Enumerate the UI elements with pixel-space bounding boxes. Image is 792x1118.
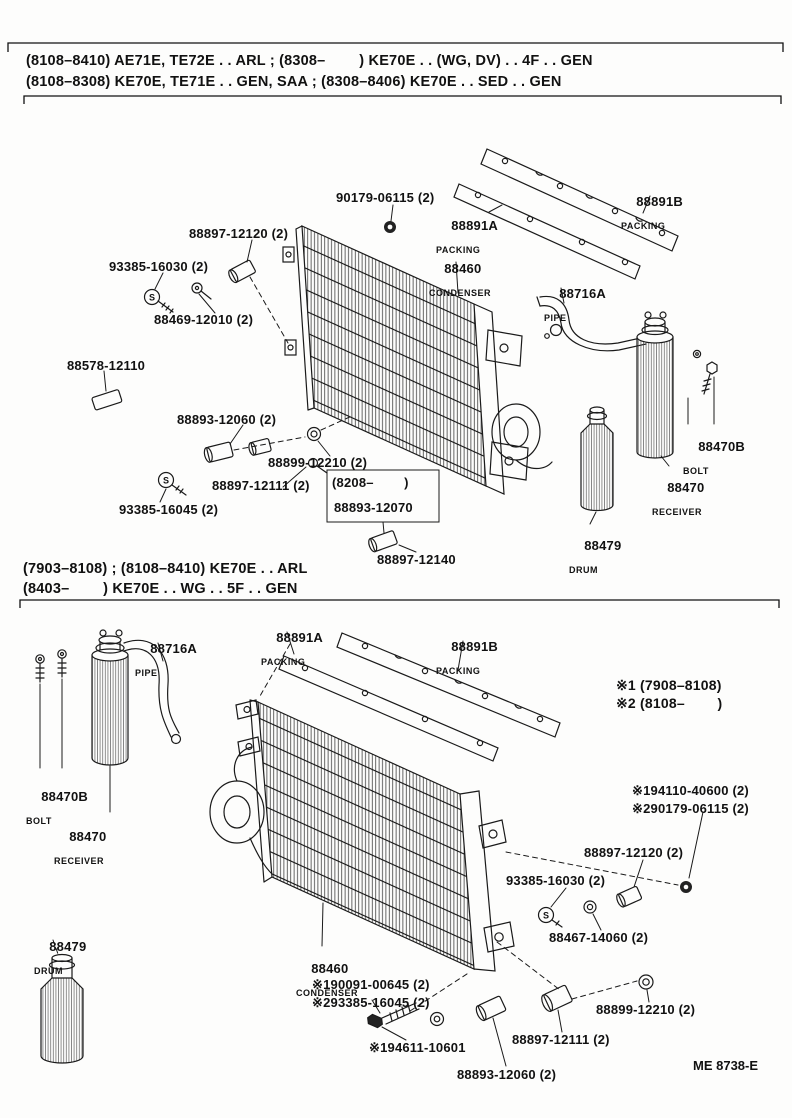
part-label-90179-06115: ※290179-06115 (2) bbox=[632, 801, 749, 816]
pipe-top bbox=[536, 295, 647, 352]
part-number: 88716A bbox=[559, 285, 606, 301]
part-label-88891B-packing: 88891B PACKING bbox=[436, 626, 498, 704]
part-subname: PACKING bbox=[436, 245, 481, 256]
part-subname: BOLT bbox=[683, 466, 709, 477]
condenser-top bbox=[282, 225, 553, 495]
part-subname: RECEIVER bbox=[652, 507, 703, 518]
part-number: 88470B bbox=[41, 788, 88, 804]
section-brackets bbox=[7, 42, 784, 608]
part-number: 88460 bbox=[311, 960, 349, 976]
part-label-88470B-bolt: 88470B BOLT bbox=[683, 426, 745, 504]
bolt-top-right bbox=[692, 349, 718, 395]
applicability-header2-line1: (7903–8108) ; (8108–8410) KE70E . . ARL bbox=[23, 561, 308, 577]
drum-top bbox=[580, 406, 614, 512]
top-diagram: S S bbox=[91, 148, 718, 553]
receiver-top bbox=[636, 311, 674, 459]
applicability-header-line1: (8108–8410) AE71E, TE72E . . ARL ; (8308… bbox=[26, 53, 593, 69]
part-subname: DRUM bbox=[569, 565, 598, 576]
part-label-88893-12070: 88893-12070 bbox=[334, 500, 413, 515]
part-label-88899-12210: 88899-12210 (2) bbox=[268, 455, 368, 470]
drum-bottom bbox=[40, 953, 84, 1064]
part-label-88470-receiver: 88470 RECEIVER bbox=[652, 467, 704, 545]
part-label-88470-receiver: 88470 RECEIVER bbox=[54, 816, 106, 894]
part-label-88893-12060: 88893-12060 (2) bbox=[457, 1067, 557, 1082]
part-label-88891A-packing: 88891A PACKING bbox=[261, 617, 323, 695]
part-label-88470B-bolt: 88470B BOLT bbox=[26, 776, 88, 854]
applicability-header-line2: (8108–8308) KE70E, TE71E . . GEN, SAA ; … bbox=[26, 74, 562, 90]
screw-symbol: S bbox=[543, 911, 549, 921]
bottom-diagram: S bbox=[35, 629, 704, 1067]
part-label-93385-16045: ※293385-16045 (2) bbox=[312, 995, 430, 1010]
part-number: 88479 bbox=[584, 537, 622, 553]
part-number: 88470 bbox=[667, 479, 705, 495]
part-label-88891B-packing: 88891B PACKING bbox=[621, 181, 683, 259]
part-subname: CONDENSER bbox=[429, 288, 492, 299]
packing-strips-bottom bbox=[278, 632, 561, 762]
part-label-88469-12010: 88469-12010 (2) bbox=[154, 312, 254, 327]
bottom-leader-lines bbox=[39, 631, 704, 1067]
top-dashed-lines bbox=[233, 276, 353, 451]
part-label-93385-16030: 93385-16030 (2) bbox=[506, 873, 606, 888]
part-number: 88891A bbox=[276, 629, 323, 645]
part-label-88893-12060: 88893-12060 (2) bbox=[177, 412, 277, 427]
part-label-94110-40600: ※194110-40600 (2) bbox=[632, 783, 749, 798]
part-label-93385-16030: 93385-16030 (2) bbox=[109, 259, 209, 274]
part-label-90091-00645: ※190091-00645 (2) bbox=[312, 977, 430, 992]
part-number: 88460 bbox=[444, 260, 482, 276]
part-number: 88891B bbox=[451, 638, 498, 654]
condenser-bottom bbox=[209, 699, 515, 972]
footnote-1: ※1 (7908–8108) bbox=[616, 677, 722, 693]
part-subname: PIPE bbox=[135, 668, 158, 679]
part-label-93385-16045: 93385-16045 (2) bbox=[119, 502, 219, 517]
part-subname: CONDENSER bbox=[296, 988, 359, 999]
top-leader-lines bbox=[103, 195, 715, 553]
part-label-88578-12110: 88578-12110 bbox=[67, 358, 146, 373]
part-subname: PACKING bbox=[621, 221, 666, 232]
part-label-90179-06115: 90179-06115 (2) bbox=[336, 190, 435, 205]
part-label-88479-drum: 88479 DRUM bbox=[569, 525, 621, 603]
part-subname: BOLT bbox=[26, 816, 52, 827]
part-label-94611-10601: ※194611-10601 bbox=[369, 1040, 466, 1055]
part-label-88897-12140: 88897-12140 bbox=[377, 552, 456, 567]
bottom-dashed-lines bbox=[52, 643, 679, 1012]
part-number: 88479 bbox=[49, 938, 87, 954]
screw-symbol: S bbox=[163, 476, 169, 486]
part-number: 88716A bbox=[150, 640, 197, 656]
fastener-group-right bbox=[537, 881, 692, 928]
part-number: 88891B bbox=[636, 193, 683, 209]
part-number: 88891A bbox=[451, 217, 498, 233]
part-label-88897-12120: 88897-12120 (2) bbox=[189, 226, 289, 241]
receiver-bottom bbox=[91, 629, 129, 766]
part-subname: PACKING bbox=[261, 657, 306, 668]
part-label-88716A-pipe: 88716A PIPE bbox=[135, 628, 197, 706]
fastener-group-bottom bbox=[367, 974, 654, 1029]
part-label-88467-14060: 88467-14060 (2) bbox=[549, 930, 649, 945]
small-parts-top bbox=[91, 221, 398, 553]
figure-code: ME 8738-E bbox=[693, 1058, 759, 1073]
part-subname: PACKING bbox=[436, 666, 481, 677]
pipe-bottom bbox=[123, 639, 182, 745]
part-label-88460-condenser: 88460 CONDENSER bbox=[296, 948, 358, 1026]
part-label-88897-12111: 88897-12111 (2) bbox=[212, 478, 310, 493]
part-number: 88470B bbox=[698, 438, 745, 454]
screw-symbol: S bbox=[149, 293, 155, 303]
part-label-88479-drum: 88479 DRUM bbox=[34, 926, 86, 1004]
footnote-2: ※2 (8108– ) bbox=[616, 695, 723, 711]
date-range-8208: (8208– ) bbox=[332, 475, 409, 490]
part-label-88716A-pipe: 88716A PIPE bbox=[544, 273, 606, 351]
bolts-left bbox=[35, 649, 67, 683]
part-subname: DRUM bbox=[34, 966, 63, 977]
part-label-88897-12111: 88897-12111 (2) bbox=[512, 1032, 610, 1047]
part-label-88897-12120: 88897-12120 (2) bbox=[584, 845, 684, 860]
part-label-88899-12210: 88899-12210 (2) bbox=[596, 1002, 696, 1017]
part-label-88891A-packing: 88891A PACKING bbox=[436, 205, 498, 283]
part-label-88460-condenser: 88460 CONDENSER bbox=[429, 248, 491, 326]
applicability-header2-line2: (8403– ) KE70E . . WG . . 5F . . GEN bbox=[23, 581, 298, 597]
part-subname: PIPE bbox=[544, 313, 567, 324]
packing-strips-top bbox=[453, 148, 679, 280]
part-subname: RECEIVER bbox=[54, 856, 105, 867]
part-number: 88470 bbox=[69, 828, 107, 844]
